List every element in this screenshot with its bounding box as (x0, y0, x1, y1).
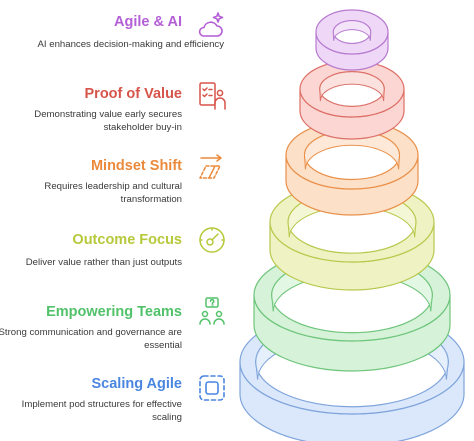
step-description: Demonstrating value early secures stakeh… (34, 109, 182, 133)
step-scaling-agile: Scaling Agile Implement pod structures f… (0, 372, 232, 428)
step-empowering-teams: Empowering Teams Strong communication an… (0, 296, 232, 352)
step-agile-ai: Agile & AI AI enhances decision-making a… (0, 10, 232, 50)
transform-arrow-icon (196, 152, 228, 184)
step-description: Implement pod structures for effective s… (21, 399, 182, 423)
step-description: Requires leadership and cultural transfo… (44, 181, 182, 205)
cloud-sparkle-icon (196, 10, 228, 42)
checklist-person-icon (196, 80, 228, 112)
step-title: Mindset Shift (90, 158, 182, 174)
step-title: Agile & AI (114, 14, 182, 30)
step-title: Proof of Value (84, 86, 183, 102)
step-proof-of-value: Proof of Value Demonstrating value early… (0, 80, 232, 136)
ring-transform-arrow (285, 120, 419, 216)
dashed-square-icon (196, 372, 228, 404)
ring-inner-wall (319, 71, 385, 102)
step-title: Scaling Agile (91, 376, 182, 392)
step-outcome-focus: Outcome Focus Deliver value rather than … (0, 224, 232, 274)
team-question-icon (196, 296, 228, 328)
step-description: Strong communication and governance are … (0, 327, 182, 351)
step-mindset-shift: Mindset Shift Requires leadership and cu… (0, 152, 232, 208)
target-dial-icon (196, 224, 228, 256)
ring-inner-wall (332, 20, 372, 41)
step-description: AI enhances decision-making and efficien… (37, 39, 224, 50)
step-description: Deliver value rather than just outputs (25, 257, 182, 268)
ring-cloud-sparkle (315, 9, 389, 71)
step-title: Outcome Focus (72, 232, 182, 248)
ring-checklist-person (299, 60, 405, 140)
step-title: Empowering Teams (46, 304, 182, 320)
